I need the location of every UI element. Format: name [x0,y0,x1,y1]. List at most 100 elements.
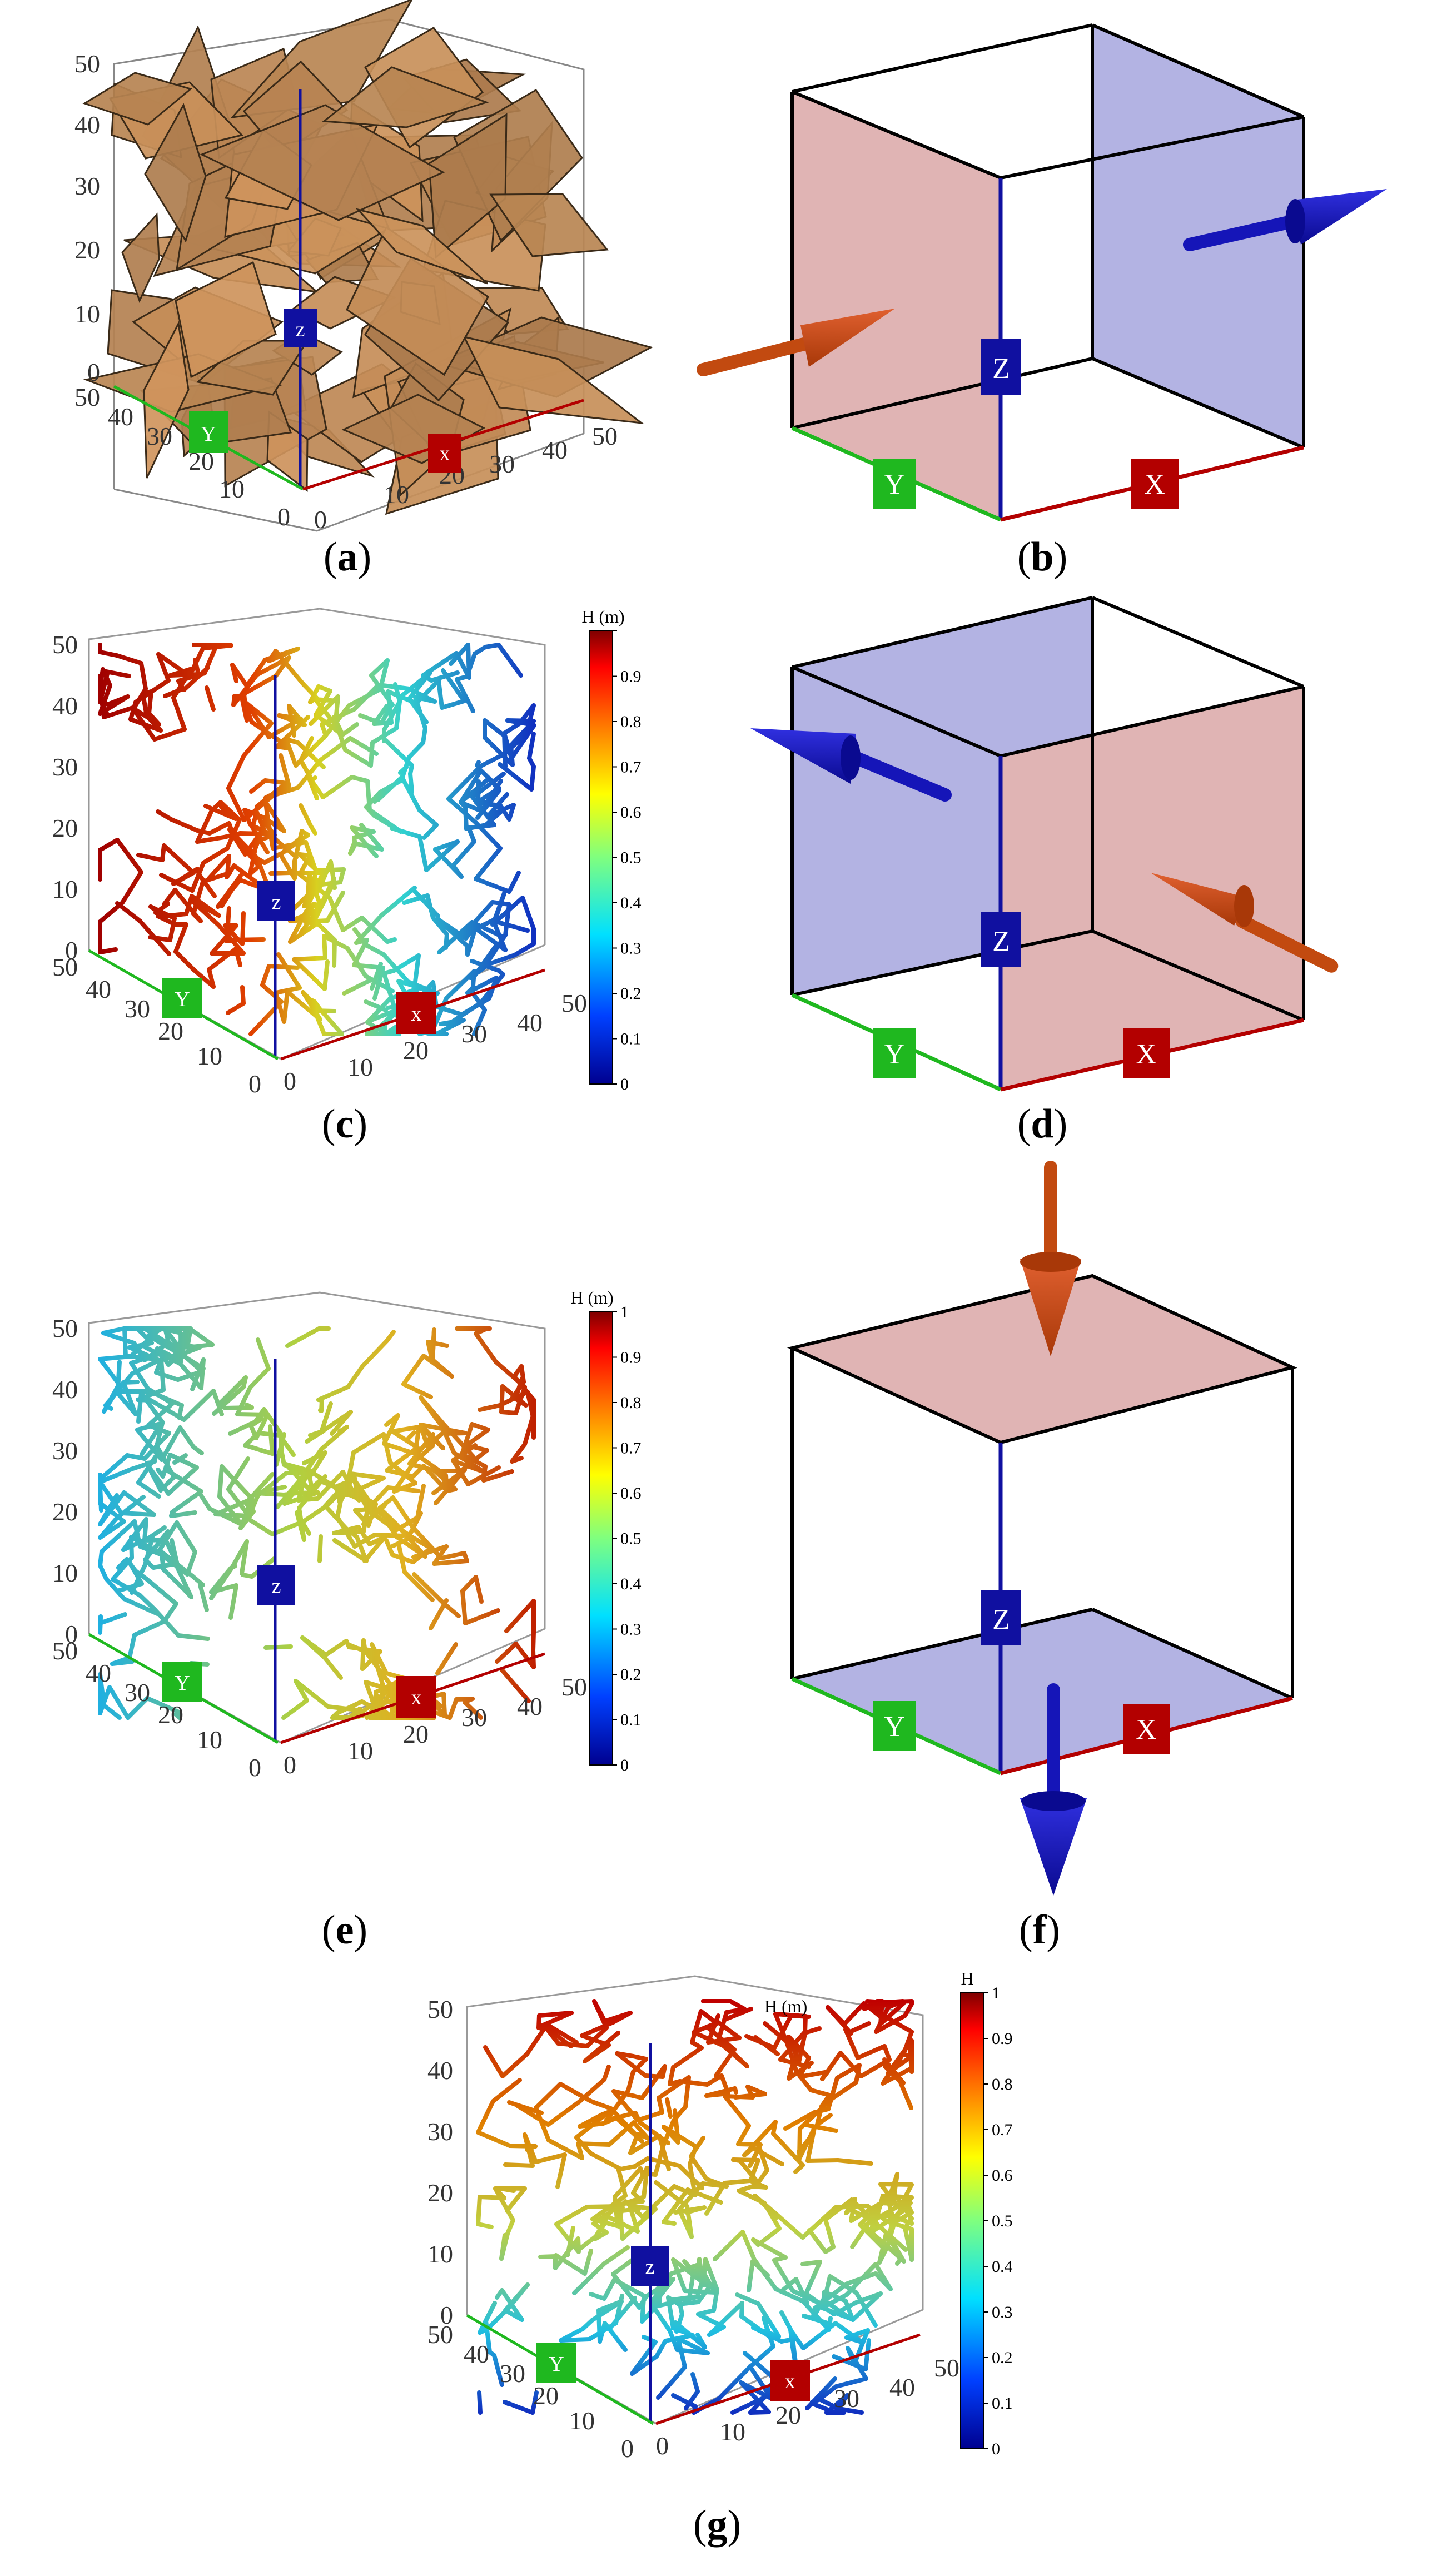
pipe-segment [491,2078,522,2103]
pipe-segment [142,1326,170,1345]
svg-text:40: 40 [86,975,111,1003]
pipe-segment [412,1572,446,1606]
pipe-segment [263,1644,293,1650]
pipe-segment [439,1470,450,1493]
pipe-segment [884,2219,914,2231]
pipe-segment [297,872,332,900]
pipe-segment [98,1563,108,1581]
pipe-segment [585,2026,609,2048]
pipe-segment [435,917,470,948]
pipe-segment [479,752,506,768]
pipe-segment [250,827,265,858]
pipe-segment [135,1326,154,1345]
pipe-segment [499,1384,505,1414]
pipe-segment [213,1498,251,1516]
pipe-segment [384,738,414,768]
pipe-segment [495,1642,518,1664]
pipe-segment [719,2073,730,2096]
pipe-segment [662,2220,677,2226]
pipe-segment [98,1672,106,1708]
pipe-segment [474,846,503,881]
panel-g-pipe-network [476,1999,914,2415]
pipe-segment [326,1704,364,1713]
pipe-segment [115,1495,146,1520]
panel-c-x-label: x [396,992,436,1034]
pipe-segment [98,838,120,852]
svg-text:Z: Z [992,353,1010,385]
pipe-segment [628,2204,640,2234]
pipe-segment [213,1512,251,1518]
pipe-segment [507,871,521,894]
panel-c-y-label: Y [162,978,202,1018]
pipe-segment [195,808,214,844]
svg-text:10: 10 [427,2240,453,2268]
pipe-segment [672,2105,688,2122]
pipe-segment [446,764,483,801]
pipe-segment [474,877,511,894]
pipe-segment [161,1567,187,1592]
pipe-segment [805,2376,837,2410]
svg-text:10: 10 [52,875,78,903]
panel-f-y-label: Y [873,1701,916,1751]
pipe-segment [832,2354,868,2371]
pipe-segment [382,699,402,732]
pipe-segment [478,2195,506,2200]
panel-e-head-distribution: 0 10 20 30 40 50 0 10 20 30 40 50 0 10 2… [52,1287,642,1782]
pipe-segment [245,658,267,688]
pipe-segment [690,2009,703,2045]
caption-e: (e) [321,1907,368,1953]
pipe-segment [242,721,274,758]
pipe-segment [865,2204,889,2224]
pipe-segment [98,1501,126,1524]
pipe-segment [98,685,106,719]
svg-text:0: 0 [440,2301,453,2329]
pipe-segment [739,2380,771,2414]
panel-g-z-label: z [631,2246,669,2286]
pipe-segment [316,859,333,893]
pipe-segment [350,825,379,858]
pipe-segment [626,2070,635,2093]
svg-text:20: 20 [52,814,78,842]
pipe-segment [671,2046,704,2070]
pipe-segment [388,1460,417,1485]
pipe-segment [207,854,231,881]
pipe-segment [309,694,340,726]
svg-text:X: X [1136,1038,1157,1070]
pipe-segment [230,1539,249,1569]
panel-f-z-label: Z [981,1590,1021,1645]
pipe-segment [125,1453,147,1461]
pipe-segment [193,658,201,677]
caption-d: (d) [1017,1101,1068,1147]
pipe-segment [121,1380,138,1416]
pipe-segment [702,2272,717,2295]
panel-b-outflow-arrow [1183,189,1387,251]
pipe-segment [138,1593,157,1612]
pipe-segment [256,1471,289,1498]
pipe-segment [240,985,246,1006]
pipe-segment [163,1326,171,1344]
pipe-segment [503,2400,510,2406]
panel-d-y-flow-schematic: Z Y X [750,596,1339,1092]
svg-text:x: x [411,1686,422,1709]
pipe-segment [525,2144,538,2152]
pipe-segment [477,2390,483,2415]
pipe-segment [121,1535,152,1552]
fracture-plane [428,113,508,260]
pipe-segment [880,1999,914,2005]
caption-b: (b) [1017,534,1068,580]
pipe-segment [778,2057,811,2069]
pipe-segment [640,2184,677,2219]
pipe-segment [343,748,373,768]
pipe-segment [475,760,481,768]
pipe-segment [723,2178,758,2185]
pipe-segment [476,2195,482,2226]
pipe-segment [249,778,267,794]
pipe-segment [891,2190,914,2221]
pipe-segment [417,808,439,827]
pipe-segment [903,2002,914,2018]
pipe-segment [347,1643,376,1657]
pipe-segment [474,786,501,805]
pipe-segment [464,1443,489,1453]
pipe-segment [308,823,317,836]
fracture-plane [322,66,489,128]
